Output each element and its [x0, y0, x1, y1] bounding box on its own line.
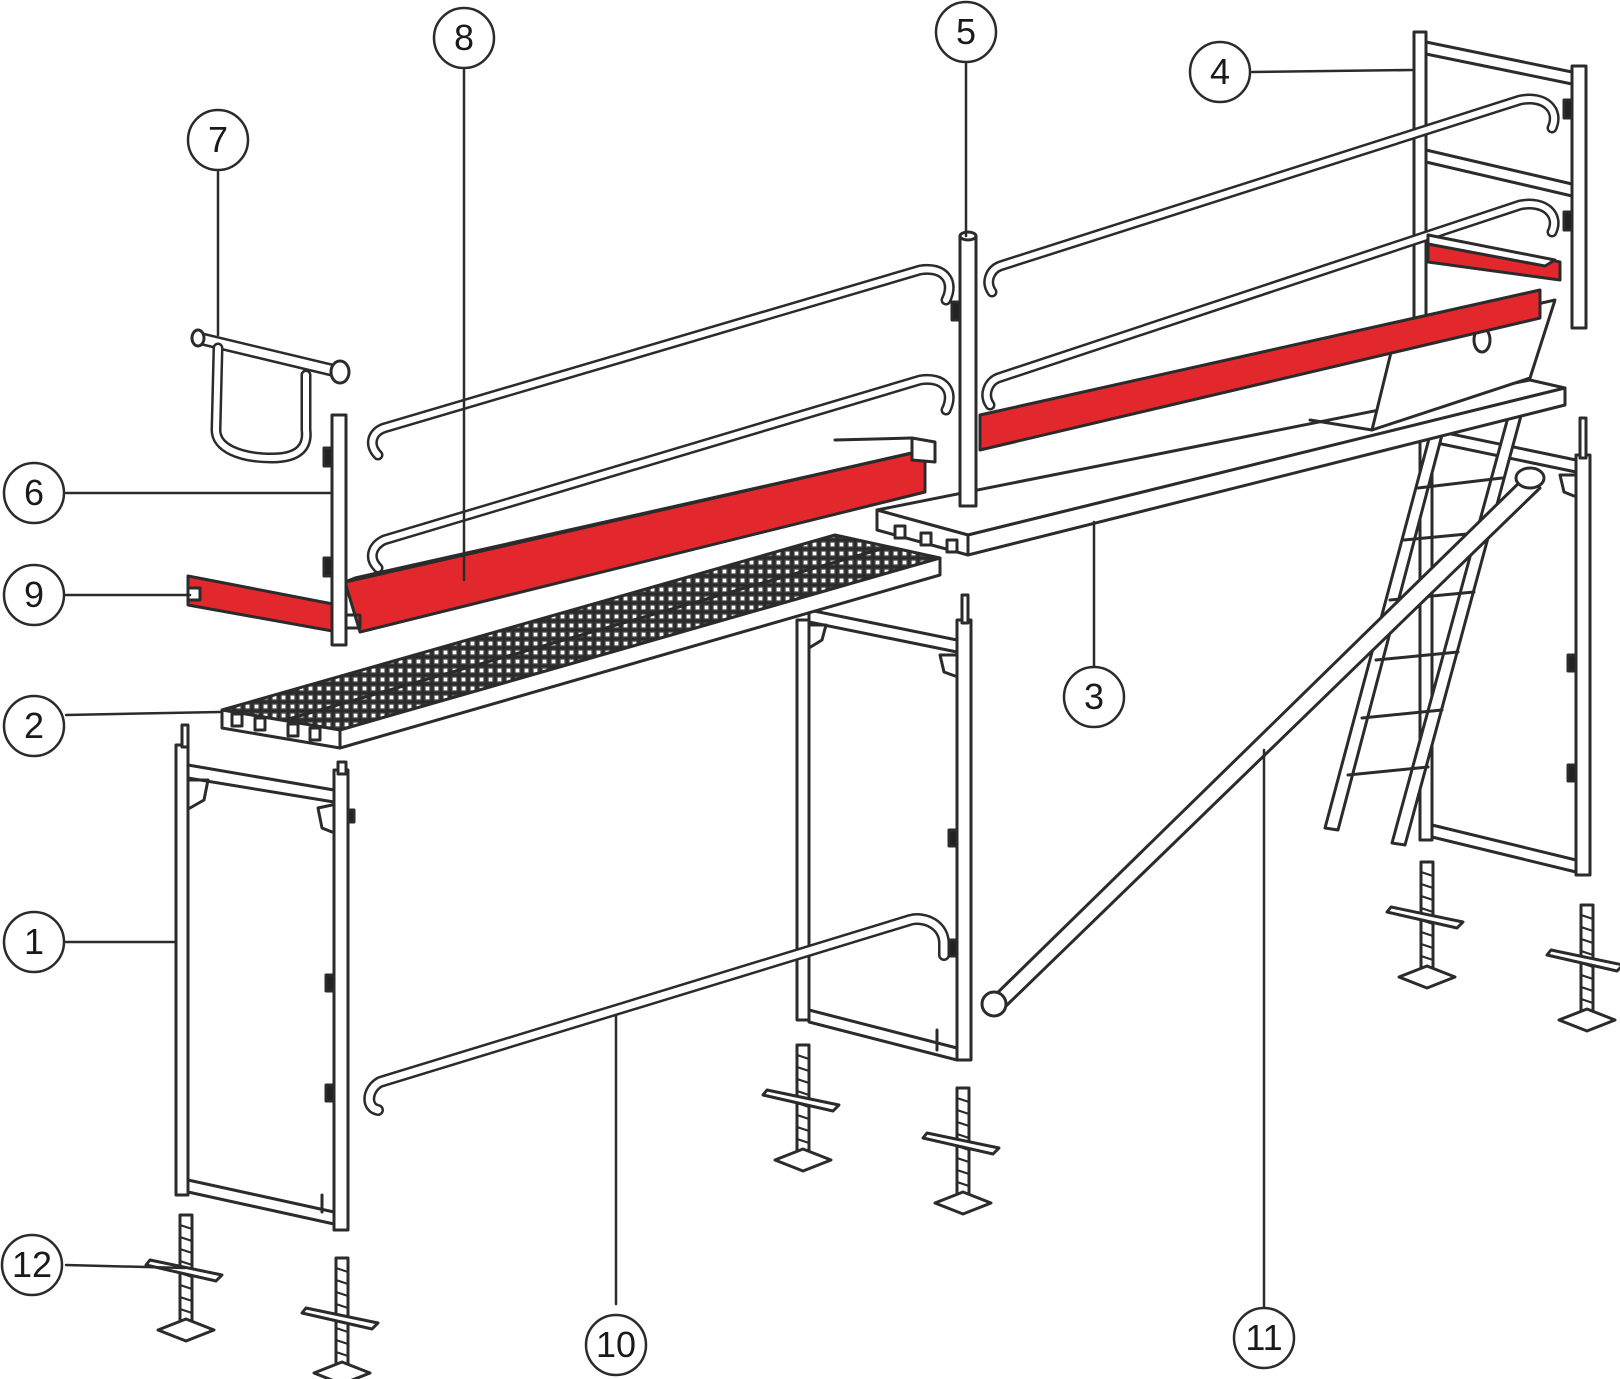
callout-number: 5 [956, 11, 976, 52]
callout-number: 6 [24, 472, 44, 513]
callout-circle [1188, 40, 1252, 104]
base-jacks [144, 860, 1620, 1379]
callout-10: 10 [584, 1313, 648, 1377]
callout-circle [2, 461, 66, 525]
guardrail-post [322, 413, 362, 647]
callout-number: 11 [1245, 1317, 1282, 1358]
perforated-platform [220, 533, 942, 750]
callout-circle [1062, 665, 1126, 729]
callout-number: 2 [24, 705, 44, 746]
callout-11: 11 [1232, 1306, 1296, 1370]
callout-circle [186, 108, 250, 172]
callout-12: 12 [0, 1233, 64, 1297]
toe-board-end [186, 574, 340, 634]
horizontal-brace [363, 913, 950, 1116]
callout-circle [432, 6, 496, 70]
callout-7: 7 [186, 108, 250, 172]
callout-4: 4 [1188, 40, 1252, 104]
callout-circle [2, 694, 66, 758]
upper-guardrails [981, 93, 1560, 411]
diagonal-brace [980, 466, 1546, 1018]
callout-circle [2, 563, 66, 627]
callout-number: 9 [24, 574, 44, 615]
left-end-frame [174, 723, 356, 1232]
end-handrail [190, 328, 351, 464]
middle-post [950, 230, 978, 508]
callout-number: 1 [24, 921, 44, 962]
callout-circle [0, 1233, 64, 1297]
callout-number: 10 [596, 1324, 636, 1365]
left-guardrails [366, 263, 955, 574]
callout-circle [584, 1313, 648, 1377]
leader-lines [64, 62, 1414, 1309]
callout-number: 4 [1210, 51, 1230, 92]
callout-5: 5 [934, 0, 998, 64]
callout-2: 2 [2, 694, 66, 758]
callout-circle [934, 0, 998, 64]
callout-circle [2, 910, 66, 974]
callout-circle [1232, 1306, 1296, 1370]
callout-8: 8 [432, 6, 496, 70]
callout-number: 7 [208, 119, 228, 160]
callout-1: 1 [2, 910, 66, 974]
toe-board-upper [978, 233, 1562, 452]
callout-number: 3 [1084, 676, 1104, 717]
callout-6: 6 [2, 461, 66, 525]
middle-end-frame [795, 593, 973, 1062]
callout-9: 9 [2, 563, 66, 627]
callout-number: 8 [454, 17, 474, 58]
callout-3: 3 [1062, 665, 1126, 729]
callout-number: 12 [12, 1244, 52, 1285]
